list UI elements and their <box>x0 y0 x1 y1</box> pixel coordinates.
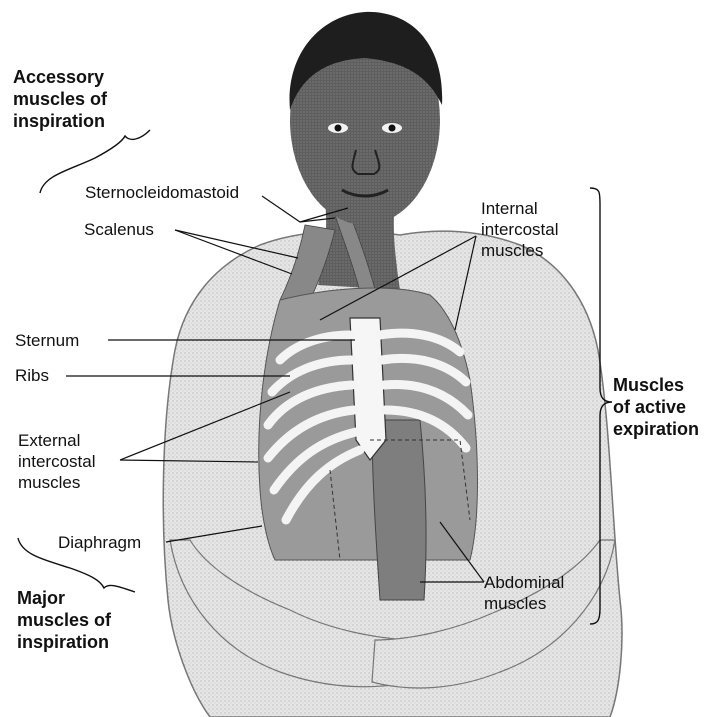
label-scalenus: Scalenus <box>84 219 154 240</box>
label-sternocleidomastoid: Sternocleidomastoid <box>85 182 239 203</box>
label-internal-intercostal: Internal intercostal muscles <box>481 198 558 261</box>
label-abdominal: Abdominal muscles <box>484 572 564 614</box>
label-external-intercostal: External intercostal muscles <box>18 430 95 493</box>
label-diaphragm: Diaphragm <box>58 532 141 553</box>
group-accessory-muscles: Accessory muscles of inspiration <box>13 66 107 132</box>
label-sternum: Sternum <box>15 330 79 351</box>
group-active-expiration: Muscles of active expiration <box>613 374 699 440</box>
label-ribs: Ribs <box>15 365 49 386</box>
group-major-muscles: Major muscles of inspiration <box>17 587 111 653</box>
